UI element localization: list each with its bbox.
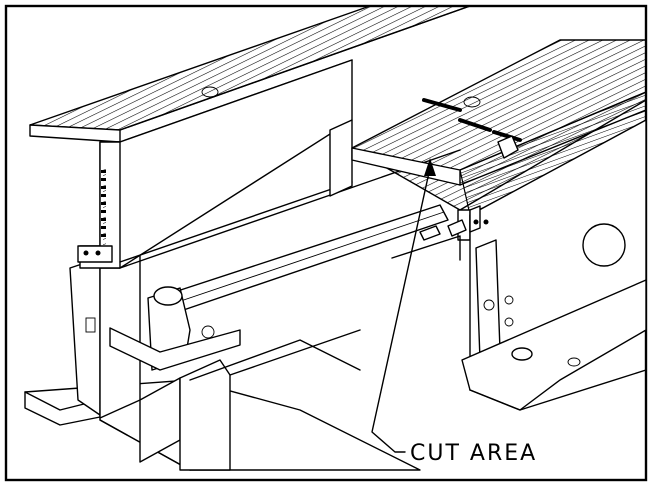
cut-area-label: CUT AREA <box>410 441 537 466</box>
right-heatsink <box>351 39 647 216</box>
leader-arrow <box>424 158 436 176</box>
lamp-assembly <box>109 204 449 371</box>
knockout-hole <box>582 223 626 267</box>
right-housing <box>391 119 647 411</box>
slot-array <box>101 168 106 248</box>
left-housing <box>24 239 421 471</box>
left-heatsink <box>29 5 471 269</box>
cut-area-callout: CUT AREA <box>371 158 537 466</box>
leader-line <box>371 167 431 453</box>
